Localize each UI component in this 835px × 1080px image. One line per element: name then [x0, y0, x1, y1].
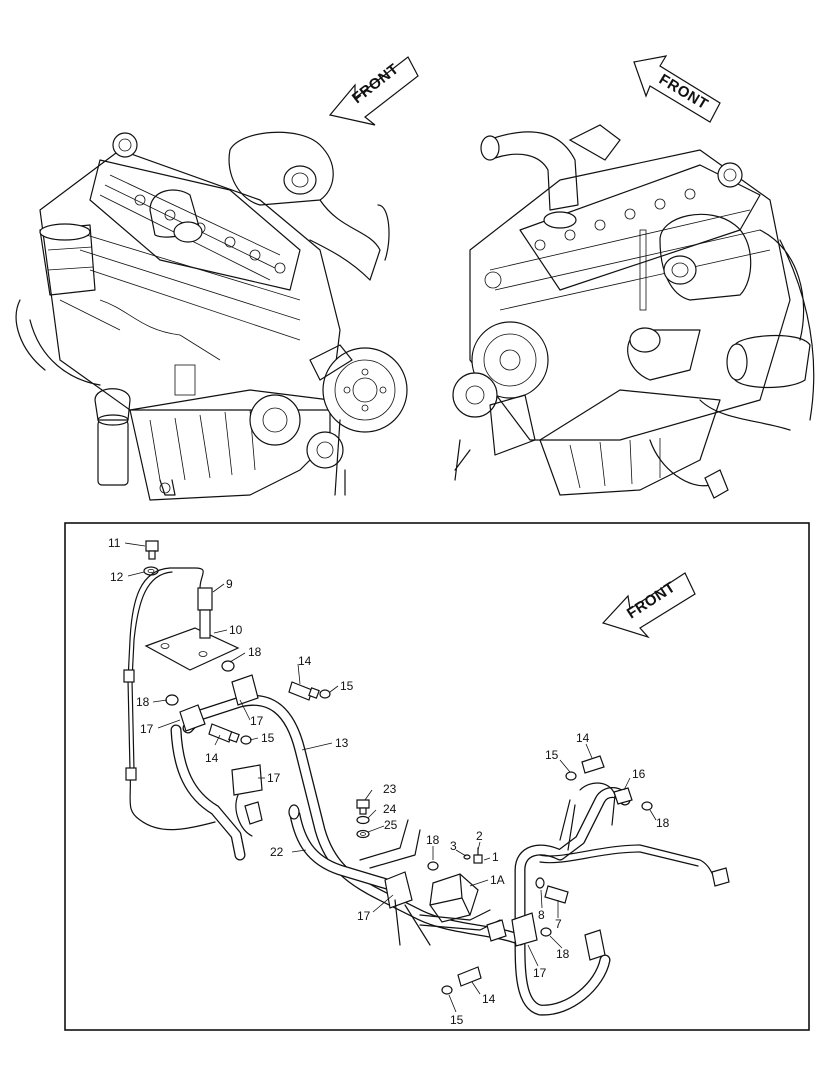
callout-13: 13: [335, 736, 349, 750]
callout-18: 18: [656, 816, 670, 830]
callout-12: 12: [110, 570, 124, 584]
front-arrow-left-engine: FRONT: [328, 56, 419, 126]
callout-10: 10: [229, 623, 243, 637]
detail-parts: [123, 540, 730, 1016]
callout-11: 11: [108, 536, 121, 550]
callout-14: 14: [298, 654, 312, 668]
callout-9: 9: [226, 577, 233, 591]
callout-18: 18: [136, 695, 150, 709]
callout-23: 23: [383, 782, 397, 796]
callout-15: 15: [340, 679, 354, 693]
callout-1: 1: [492, 850, 499, 864]
callout-labels: 11 12 9 10 18 14 15 18 17 17 15 14 13 17…: [108, 536, 670, 1027]
callout-22: 22: [270, 845, 284, 859]
callout-8: 8: [538, 908, 545, 922]
callout-14: 14: [482, 992, 496, 1006]
callout-14: 14: [205, 751, 219, 765]
callout-15: 15: [545, 748, 559, 762]
callout-17: 17: [357, 909, 371, 923]
callout-14: 14: [576, 731, 590, 745]
detail-frame: [64, 522, 810, 1031]
left-engine-illustration: [15, 131, 408, 501]
callout-7: 7: [555, 917, 562, 931]
callout-17: 17: [140, 722, 154, 736]
callout-18: 18: [426, 833, 440, 847]
callout-24: 24: [383, 802, 397, 816]
callout-2: 2: [476, 829, 483, 843]
callout-3: 3: [450, 839, 457, 853]
callout-17: 17: [267, 771, 281, 785]
callout-17: 17: [533, 966, 547, 980]
front-arrow-right-engine: FRONT: [633, 55, 721, 123]
callout-16: 16: [632, 767, 646, 781]
right-engine-illustration: [452, 124, 815, 499]
callout-15: 15: [450, 1013, 464, 1027]
callout-15: 15: [261, 731, 275, 745]
callout-18: 18: [556, 947, 570, 961]
callout-25: 25: [384, 818, 398, 832]
callout-leaders: [124, 542, 657, 1013]
front-arrow-detail: FRONT: [601, 572, 696, 639]
callout-18: 18: [248, 645, 262, 659]
callout-17: 17: [250, 714, 264, 728]
callout-1A: 1A: [490, 873, 505, 887]
